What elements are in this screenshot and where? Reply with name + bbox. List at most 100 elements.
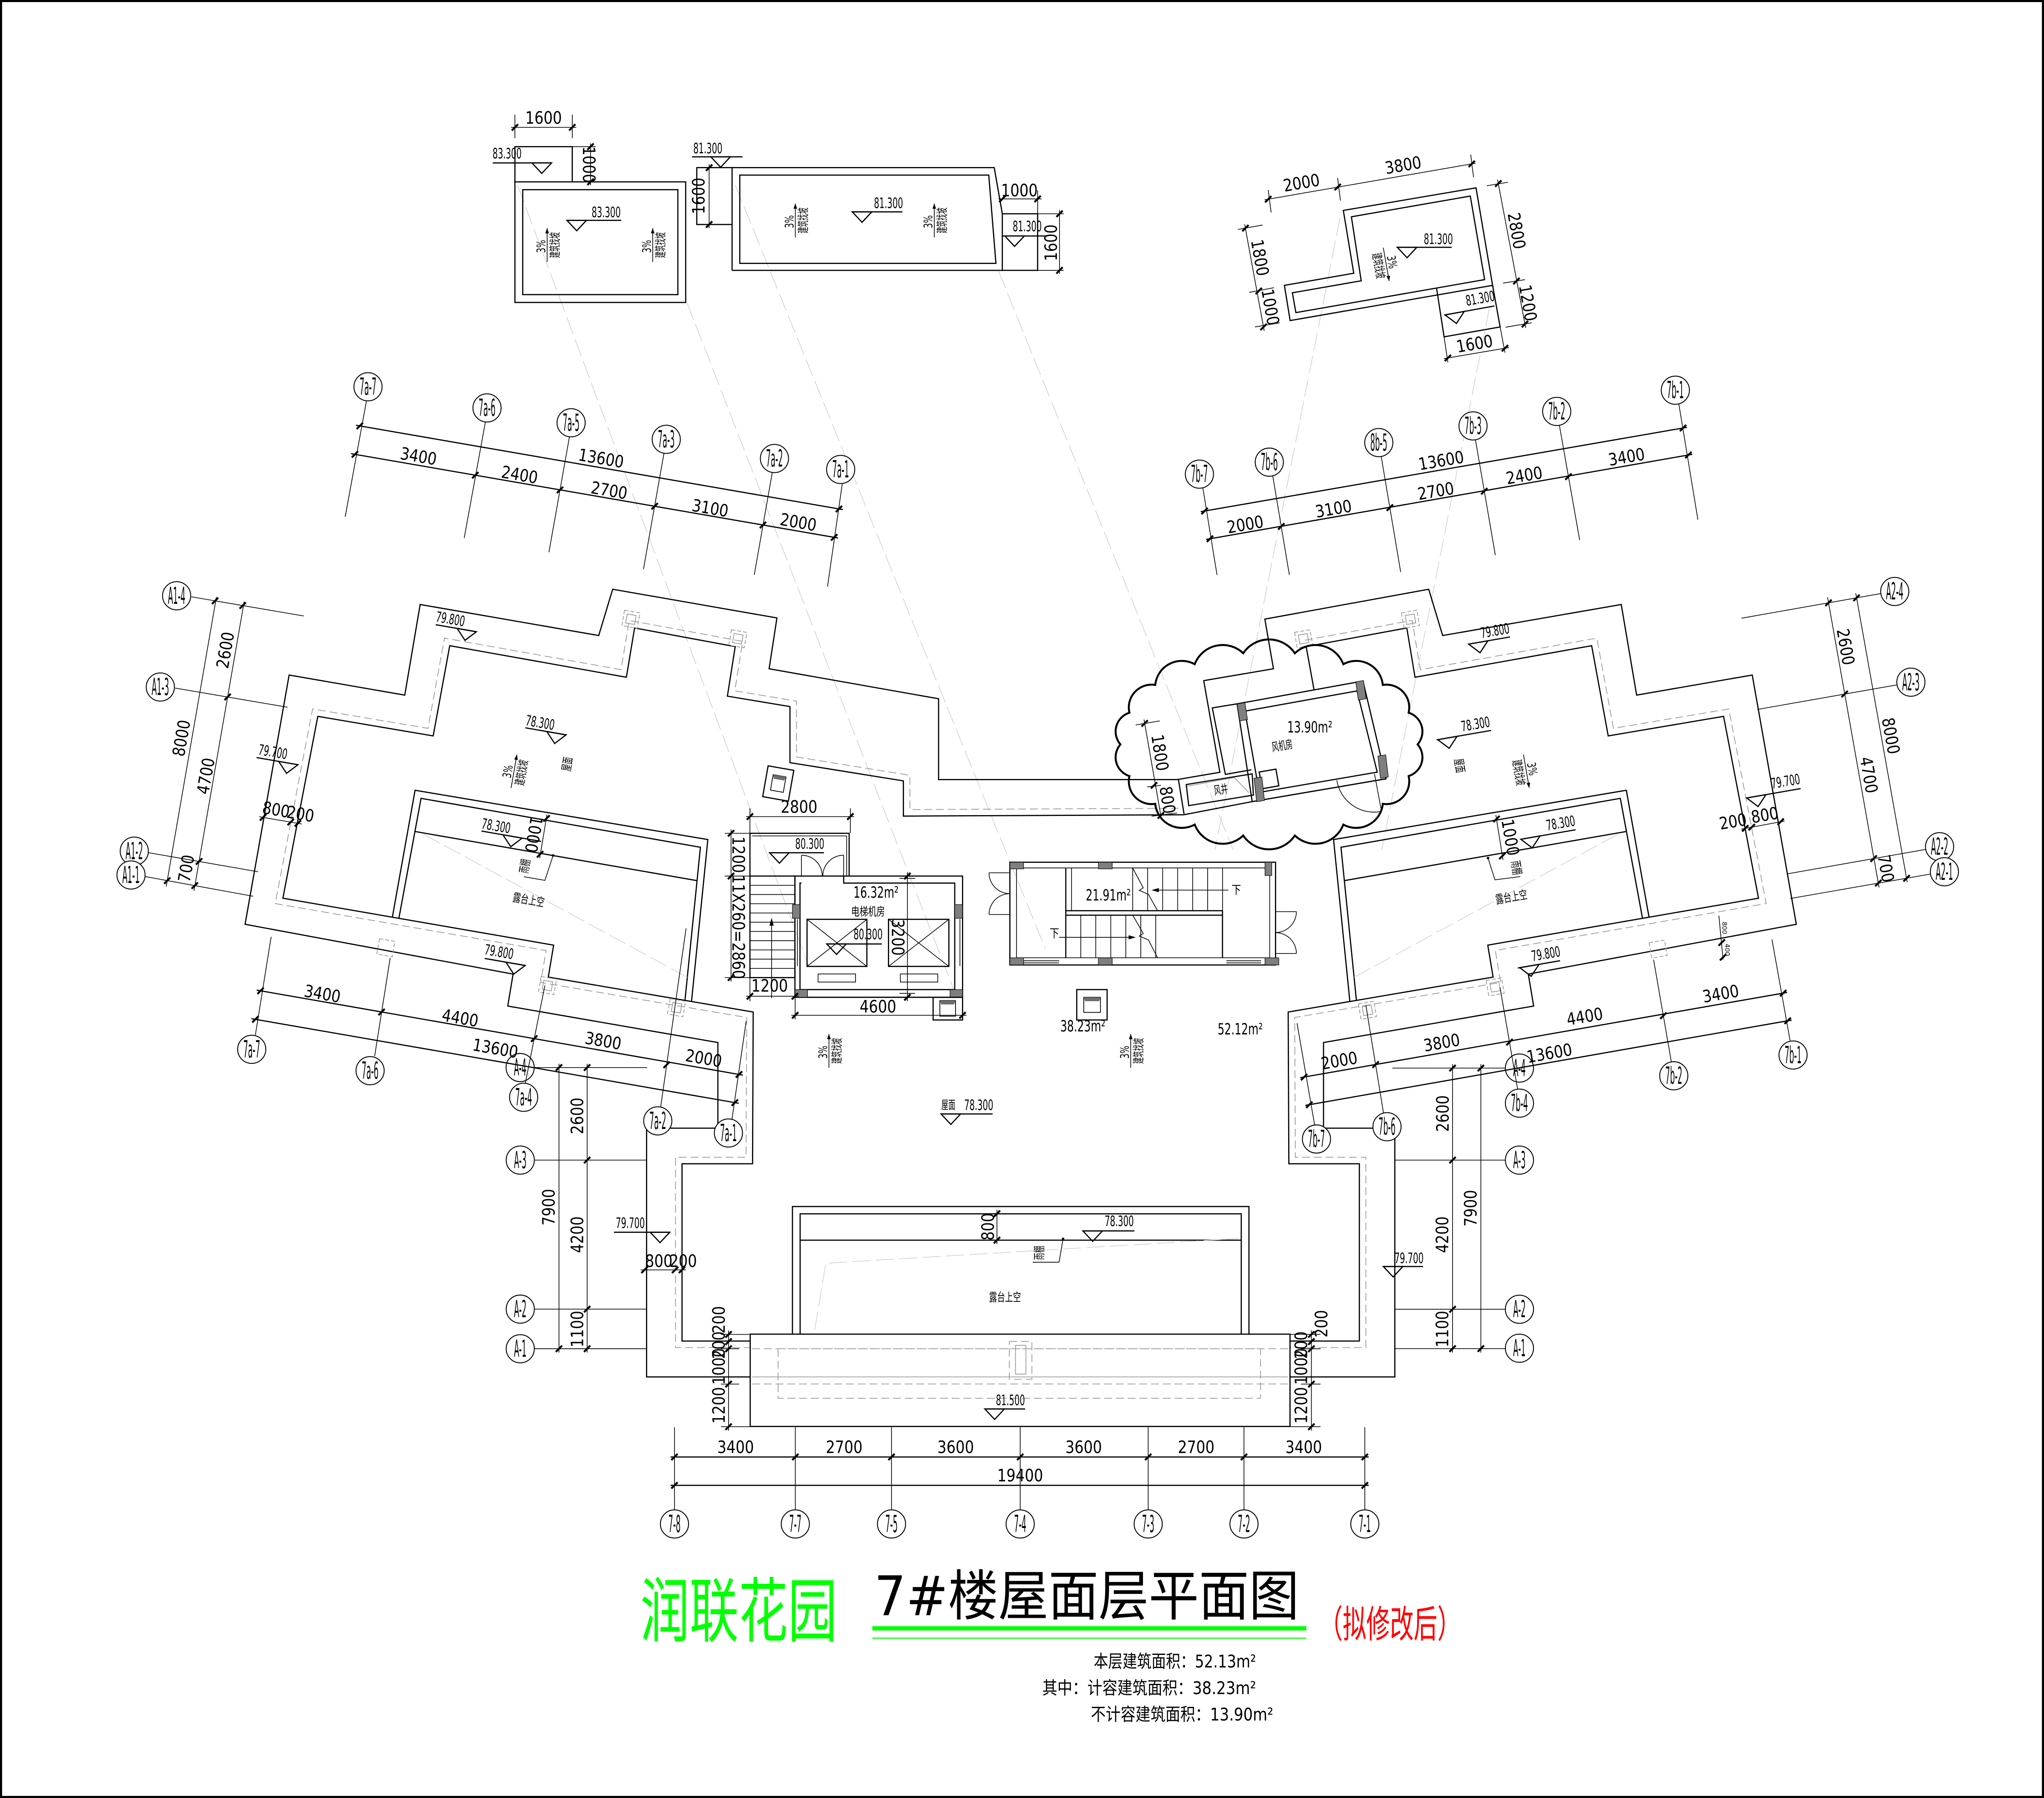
dimension-text: 4700 xyxy=(193,756,219,796)
dimension-tick xyxy=(1056,210,1064,218)
shaft-wall xyxy=(1177,778,1185,814)
dimension-text-total: 13600 xyxy=(1417,447,1466,474)
stair-direction-arrow xyxy=(769,918,774,926)
stair-flight xyxy=(749,875,796,978)
grid-bubble-circle xyxy=(353,372,383,402)
dimension-tick xyxy=(993,1210,1001,1218)
dimension-tick xyxy=(356,422,364,430)
door-swing-arc xyxy=(1336,780,1382,813)
grid-bubble-circle xyxy=(1505,1146,1534,1175)
dimension-text-small: 800 xyxy=(1720,922,1728,934)
dimension-text: 700 xyxy=(174,853,198,884)
grid-axis-line xyxy=(374,958,391,1057)
dimension-tick xyxy=(705,221,713,229)
grid-bubble: 7-2 xyxy=(1229,1509,1259,1539)
roof-outer-edge xyxy=(244,589,1797,1378)
dimension-tick xyxy=(1361,1481,1369,1489)
terrace-outline xyxy=(792,1206,1250,1334)
grid-axis-line xyxy=(1653,959,1672,1062)
dimension-text: 2700 xyxy=(1178,1437,1214,1457)
slope-text: 建筑找坡 xyxy=(548,232,562,258)
dimension-tick xyxy=(959,1011,967,1020)
grid-bubble: 7b-2 xyxy=(1542,396,1571,426)
grid-axis-line xyxy=(1559,425,1580,540)
fan-room-annex-wall xyxy=(1211,703,1252,775)
grid-axis-line xyxy=(660,928,686,1107)
grid-bubble: 7b-7 xyxy=(1185,460,1214,489)
grid-bubble-circle xyxy=(1505,1295,1534,1324)
grid-bubble-circle xyxy=(1458,411,1488,441)
grid-axis-line xyxy=(1790,873,1931,899)
dimension-text-total: 7900 xyxy=(539,1189,559,1226)
dimension-line xyxy=(1264,163,1476,201)
dimension-tick xyxy=(1903,874,1911,882)
dimension-text: 3100 xyxy=(1314,496,1353,522)
slope-arrow-head xyxy=(1526,782,1530,788)
grid-axis-label: 7a-7 xyxy=(359,373,376,401)
extension-line xyxy=(1337,178,1341,201)
slope-percent: 3% xyxy=(922,215,935,228)
dimension-text: 3800 xyxy=(1384,152,1423,178)
dimension-tick xyxy=(1852,594,1860,602)
structural-column xyxy=(792,904,801,919)
dimension-tick xyxy=(727,872,735,880)
grid-axis-label: 7b-2 xyxy=(1548,398,1565,425)
tank-step xyxy=(696,167,732,225)
roof-label: 屋面 xyxy=(560,756,576,772)
slope-arrow-head xyxy=(827,1034,831,1040)
grid-axis-label: 7a-6 xyxy=(479,394,496,422)
vent-frame xyxy=(1076,989,1108,1021)
elevation-value: 81.300 xyxy=(693,140,722,157)
grid-bubble-circle xyxy=(1896,667,1926,697)
elevation-marker: 78.300 xyxy=(1436,714,1491,750)
dimension-tick xyxy=(1499,852,1507,860)
tank-outline xyxy=(514,181,686,303)
stair-treads xyxy=(1065,868,1223,958)
grid-axis-line xyxy=(142,876,253,897)
dimension-tick xyxy=(1033,195,1042,203)
leader-dot xyxy=(1487,856,1490,859)
grid-axis-label: 7-5 xyxy=(885,1510,898,1538)
drain-outlet-marker xyxy=(376,938,396,957)
dimension-line xyxy=(259,816,302,824)
stair-direction-arrow xyxy=(1128,935,1136,939)
elevation-value: 79.700 xyxy=(257,741,289,763)
elevation-line xyxy=(1746,788,1801,799)
grid-axis-label: A1-1 xyxy=(122,861,140,889)
dimension-text: 4700 xyxy=(1856,755,1882,795)
dimension-tick xyxy=(1741,824,1749,833)
projection-line xyxy=(686,302,955,991)
grid-bottom-right: 2000 3800 4400 3400 13600 2600 4200 1100… xyxy=(1297,939,1808,1363)
dimension-tick xyxy=(724,1345,732,1353)
water-tank-b: 1600 1000 1600 81.300 81.300 81.300 3%建筑… xyxy=(689,140,1064,274)
air-shaft-label: 风井 xyxy=(1213,782,1229,798)
dimension-text: 2000 xyxy=(1226,512,1265,537)
dimension-text: 1000 xyxy=(579,146,598,183)
dimension-tick xyxy=(640,1266,649,1274)
grid-bubble-circle xyxy=(1350,1509,1380,1539)
drain-inner xyxy=(732,633,744,645)
dimension-line-total xyxy=(251,1018,739,1104)
structural-column xyxy=(1355,680,1366,701)
slope-percent: 3% xyxy=(534,240,548,253)
grid-bubble-circle xyxy=(1134,1509,1163,1539)
dimension-text: 2700 xyxy=(1416,478,1456,504)
dimension-tick xyxy=(1784,1017,1792,1025)
grid-bubble-circle xyxy=(1255,448,1284,477)
fan-room-label: 风机房 xyxy=(1271,738,1294,755)
dimension-text: 11X260=2860 xyxy=(728,875,748,979)
dimension-text: 4600 xyxy=(860,997,896,1017)
canopy-leader xyxy=(524,855,554,881)
grid-axis-label: A2-3 xyxy=(1902,669,1920,696)
dimension-text: 3400 xyxy=(717,1437,754,1457)
vent-shade xyxy=(1084,997,1101,1001)
dimension-tick xyxy=(1141,719,1149,727)
dimension-text-total: 13600 xyxy=(577,445,626,472)
elevation-value: 78.300 xyxy=(1105,1213,1134,1229)
dimension-tick xyxy=(678,1266,686,1274)
elevator-machine-room: 16.32m² 电梯机房 80.300 80.300 2800 1200 11X… xyxy=(725,765,967,1021)
projection-line xyxy=(517,185,809,965)
slope-annotation: 3%建筑找坡 xyxy=(1369,247,1400,281)
grid-axis-label: 7a-3 xyxy=(658,425,675,453)
dimension-text: 2000 xyxy=(1320,1048,1359,1074)
